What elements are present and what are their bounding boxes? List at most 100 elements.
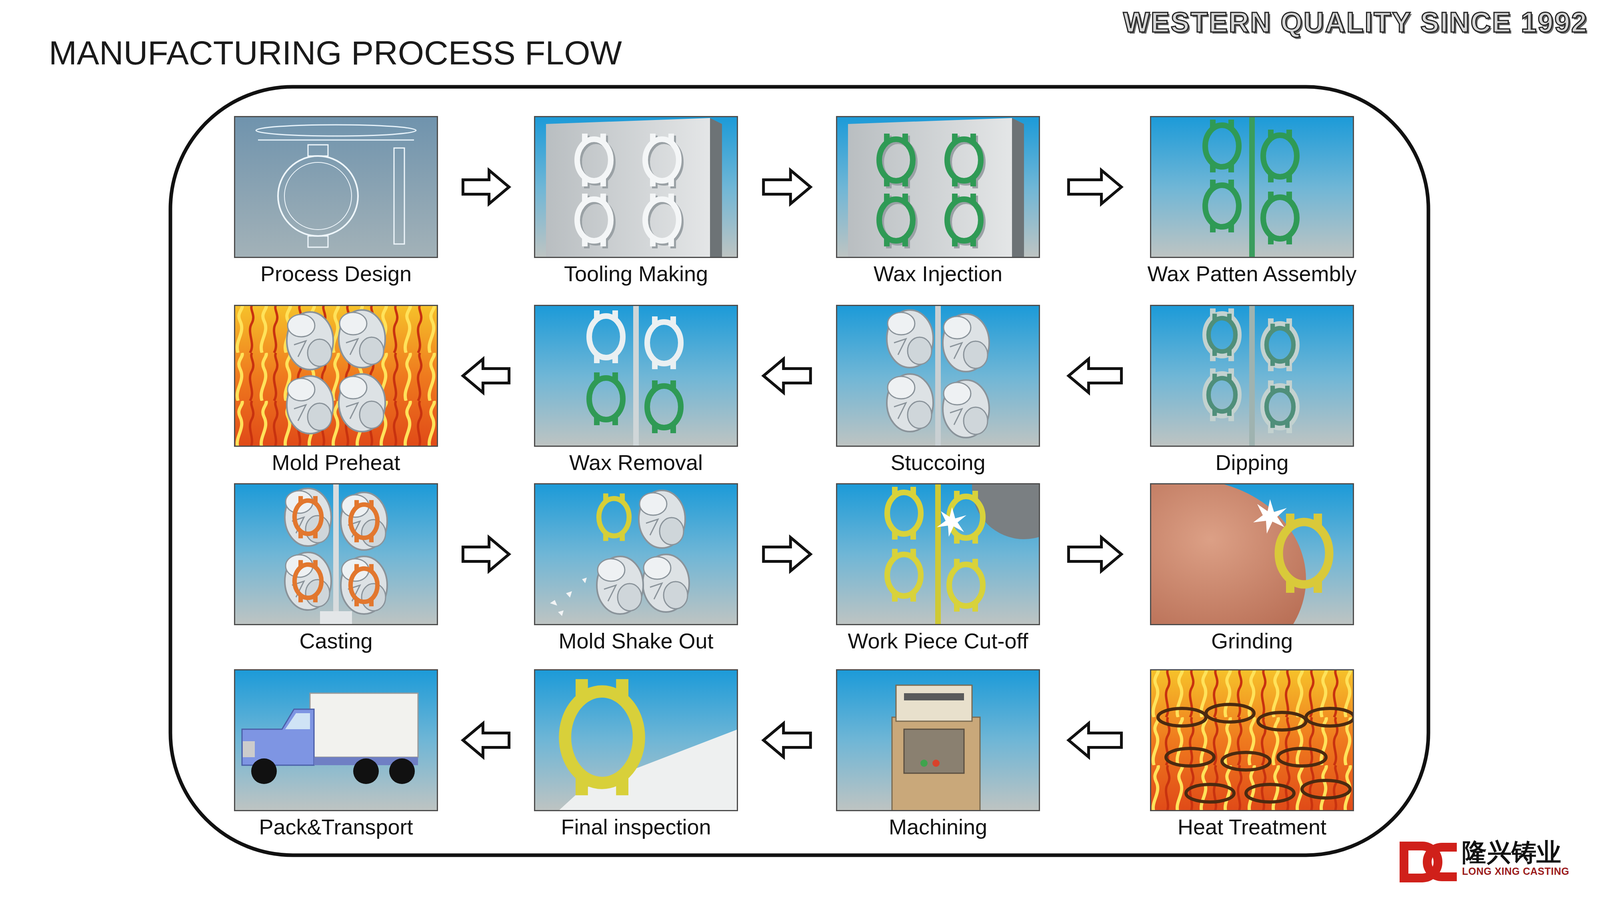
process-step: Pack&Transport (234, 669, 438, 812)
coated-ring (1266, 323, 1294, 366)
flow-arrow (1068, 170, 1122, 204)
machine-head (896, 685, 972, 722)
coated-ring (1263, 318, 1297, 372)
drawing-line (394, 148, 405, 244)
ceramic-shell (286, 376, 334, 434)
company-name-latin: LONG XING CASTING (1462, 865, 1570, 878)
assembly-picture (1150, 116, 1354, 258)
heat-picture (1150, 669, 1354, 812)
picture-ground (534, 304, 738, 447)
ceramic-shell (942, 314, 990, 372)
slogan-box: WESTERN QUALITY SINCE 1992 (1123, 7, 1588, 38)
wax-ring (589, 372, 623, 426)
shell-debris (558, 610, 564, 616)
stand (320, 611, 352, 626)
hot-metal-ring (294, 560, 322, 603)
flames (234, 304, 438, 447)
coated-ring (1263, 380, 1297, 434)
sprue (333, 483, 339, 616)
truck-wheel (251, 758, 277, 784)
step-caption: Process Design (260, 261, 412, 286)
ceramic-shell (886, 374, 934, 432)
process-step: Process Design (234, 116, 438, 258)
ceramic-shell (942, 380, 990, 438)
process-step: Final inspection (534, 669, 738, 812)
shell-debris (566, 591, 572, 598)
truck-grille (242, 741, 255, 758)
slogan-text: WESTERN QUALITY SINCE 1992 (1123, 6, 1588, 38)
tooling-picture (534, 116, 738, 258)
step-caption: Tooling Making (564, 261, 708, 286)
die-cavity (577, 193, 611, 247)
process-step: Wax Injection (836, 116, 1040, 258)
flow-arrow (763, 170, 811, 204)
step-caption: Final inspection (560, 814, 711, 840)
company-name: 隆兴铸业 (1462, 839, 1570, 866)
process-step: Work Piece Cut-off (836, 483, 1040, 626)
process-step: Mold Preheat (234, 304, 438, 447)
step-caption: Stuccoing (890, 450, 986, 475)
machine-window (904, 729, 964, 774)
grinding-wheel (1066, 479, 1306, 680)
picture-ground (234, 483, 438, 626)
drawing-line (278, 156, 358, 236)
part-ring (1258, 712, 1306, 730)
machining-picture (836, 669, 1040, 812)
part-ring (1206, 704, 1254, 722)
wax-tree (633, 304, 639, 447)
metal-ring (887, 486, 921, 540)
ceramic-shell (638, 490, 686, 548)
picture-ground (1150, 304, 1354, 447)
step-caption: Machining (888, 814, 988, 840)
spark (936, 507, 967, 537)
part-ring (1306, 708, 1354, 726)
ceramic-shell (338, 310, 386, 368)
flow-arrow (763, 537, 811, 572)
shell-ring (589, 310, 623, 364)
metal-ring (887, 548, 921, 602)
machine-button (920, 759, 928, 767)
finished-ring (565, 679, 640, 796)
metal-ring (949, 558, 983, 612)
ceramic-shell (284, 488, 332, 546)
shell-debris (550, 600, 558, 606)
wax-tree (1249, 116, 1255, 258)
process-step: Heat Treatment (1150, 669, 1354, 812)
part-ring (1186, 784, 1234, 802)
truck-cab (242, 709, 314, 766)
coated-ring (1205, 368, 1239, 422)
metal-ring (598, 493, 630, 542)
ceramic-shell (284, 552, 332, 610)
part-ring (1246, 784, 1294, 802)
ceramic-shell (286, 312, 334, 370)
truck-window (285, 713, 310, 730)
logo-box: 隆兴铸业LONG XING CASTING (1462, 839, 1570, 878)
injection-picture (836, 116, 1040, 258)
inspection-picture (534, 669, 738, 812)
wax-ring (879, 133, 913, 187)
part-ring (1222, 752, 1270, 770)
hot-metal-ring (294, 496, 322, 539)
flow-arrow (462, 723, 509, 758)
control-panel (904, 693, 964, 701)
wax-ring (947, 193, 981, 247)
cutoff-picture (836, 435, 1076, 626)
part-ring (1278, 748, 1326, 766)
fire-ground (234, 304, 438, 447)
drawing-line (308, 236, 328, 248)
wax-tree (935, 304, 941, 447)
step-caption: Casting (299, 628, 373, 654)
drawing-line (256, 124, 416, 136)
shakeout-picture (534, 483, 738, 626)
flow-arrow (1068, 359, 1122, 393)
wax-ring (879, 193, 913, 247)
step-caption: Wax Patten Assembly (1147, 261, 1357, 286)
die-cavity (577, 133, 611, 187)
step-caption: Mold Preheat (271, 450, 400, 475)
shell-debris (582, 577, 587, 584)
ceramic-shell (886, 310, 934, 368)
dewax-picture (534, 304, 738, 447)
picture-ground (534, 116, 738, 258)
step-caption: Work Piece Cut-off (847, 628, 1028, 654)
flow-arrow (763, 359, 811, 393)
